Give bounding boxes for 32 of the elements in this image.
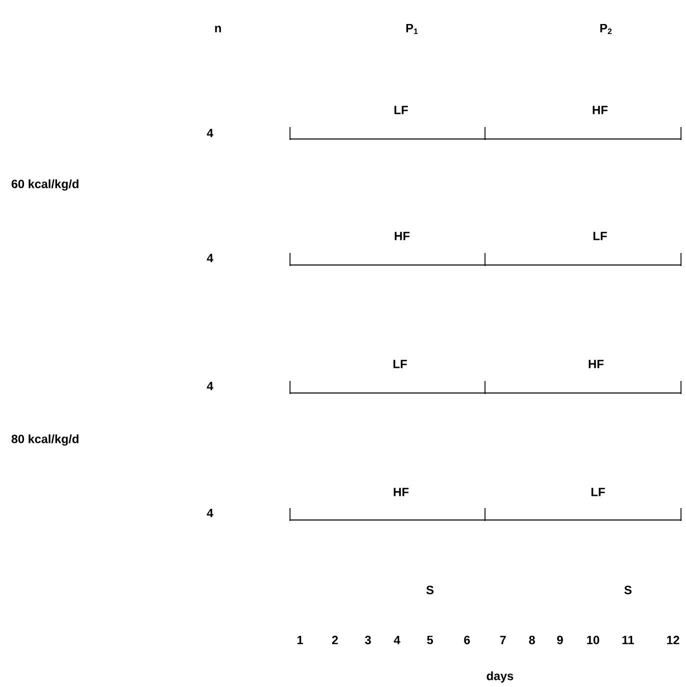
period-heading: P$_{2}$ (600, 24, 612, 34)
period-heading: P$_{1}$ (406, 24, 418, 34)
label: 7 (500, 636, 506, 644)
label: HF (394, 232, 410, 240)
label: 8 (529, 636, 535, 644)
label: 4 (206, 508, 214, 518)
label: 3 (364, 636, 371, 644)
label: HF (592, 106, 608, 114)
label: LF (591, 488, 605, 496)
label: 4 (206, 128, 214, 138)
column-heading: n (215, 26, 221, 32)
label: days (486, 671, 514, 683)
label: 6 (464, 636, 470, 644)
label: 4 (206, 254, 214, 262)
label: LF (394, 106, 408, 114)
label: 5 (427, 636, 433, 644)
label: S (624, 586, 632, 594)
label: 9 (557, 636, 563, 644)
label: HF (588, 360, 604, 368)
label: 2 (332, 636, 338, 644)
label: 80 kcal/kg/d (12, 434, 78, 446)
label: S (426, 586, 434, 594)
label: 1 (297, 636, 303, 644)
label: 10 (587, 636, 600, 644)
label: 12 (667, 636, 680, 644)
label: 60 kcal/kg/d (12, 179, 78, 191)
label: 4 (394, 636, 400, 644)
label: LF (593, 232, 607, 240)
label: LF (393, 360, 407, 368)
label: HF (394, 488, 409, 496)
label: 11 (622, 636, 634, 644)
label: 4 (206, 382, 214, 390)
